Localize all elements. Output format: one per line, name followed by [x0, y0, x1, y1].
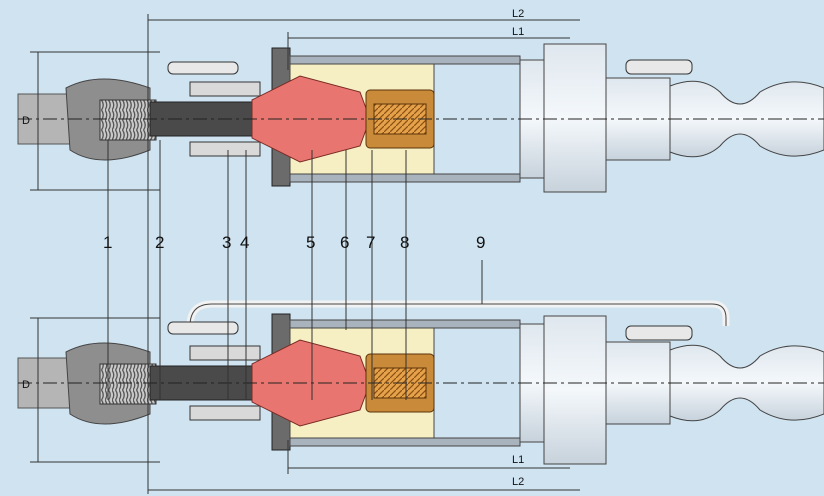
callout-5: 5	[306, 233, 315, 252]
callout-2: 2	[155, 233, 164, 252]
callout-8: 8	[400, 233, 409, 252]
bottom-right-flange	[543, 315, 607, 465]
top-ground-lug-right	[625, 59, 693, 75]
callout-7: 7	[366, 233, 375, 252]
callout-6: 6	[340, 233, 349, 252]
bottom-outer-housing	[289, 319, 521, 329]
top-spring	[99, 99, 157, 141]
top-clamp-lower	[189, 141, 261, 157]
bottom-clamp-lower	[189, 405, 261, 421]
bottom-l1-label: L1	[512, 454, 524, 466]
bottom-ground-lug-left	[167, 321, 239, 335]
top-l1-label: L1	[512, 26, 524, 38]
top-outer-housing	[289, 55, 521, 65]
bonding-lead-outline	[189, 303, 727, 327]
top-assembly	[17, 43, 824, 193]
dimension-lines	[30, 14, 580, 494]
callout-1: 1	[103, 233, 112, 252]
bottom-clamp-upper	[189, 345, 261, 361]
top-d-label: D	[22, 115, 30, 127]
callout-3: 3	[222, 233, 231, 252]
bottom-outer-housing-b	[289, 437, 521, 447]
callout-4: 4	[240, 233, 249, 252]
leader-lines	[107, 140, 483, 400]
top-right-flange	[543, 43, 607, 193]
bottom-ground-lug-right	[625, 325, 693, 341]
top-clamp-upper	[189, 81, 261, 97]
bottom-d-label: D	[22, 379, 30, 391]
bottom-assembly	[17, 300, 824, 465]
top-l2-label: L2	[512, 8, 524, 20]
top-ground-lug-left	[167, 61, 239, 75]
bottom-spring	[99, 363, 157, 405]
top-outer-housing-b	[289, 173, 521, 183]
bottom-l2-label: L2	[512, 476, 524, 488]
callout-9: 9	[476, 233, 485, 252]
